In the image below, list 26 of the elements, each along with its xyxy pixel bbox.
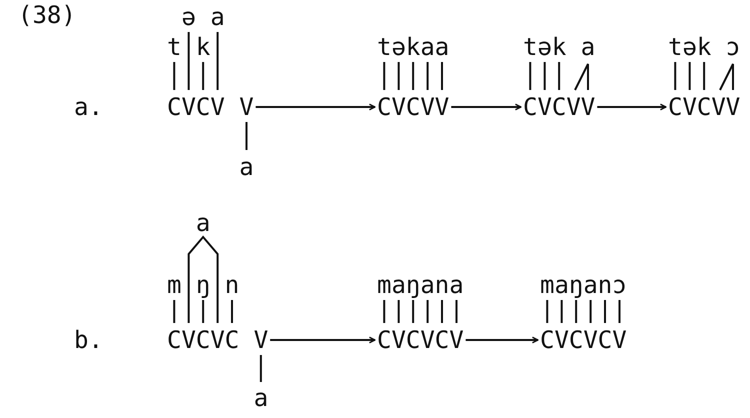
skeleton-text: CVCVCV xyxy=(377,327,464,353)
skeleton-text: CVCV V xyxy=(167,94,254,120)
arrow xyxy=(451,104,522,110)
arrow xyxy=(270,336,376,344)
arrow xyxy=(597,104,667,110)
item-label: b. xyxy=(74,327,103,353)
melody-text: tək a xyxy=(523,34,596,60)
consonant-tier-text: t k xyxy=(167,34,210,60)
melody-text: təkaa xyxy=(377,34,450,60)
skeleton-text: CVCVV xyxy=(377,94,450,120)
vowel-tier-text: ə a xyxy=(181,4,225,30)
example-number: (38) xyxy=(18,2,76,28)
skeleton-text: CVCVC V xyxy=(167,327,268,353)
melody-text: maŋanɔ xyxy=(540,272,627,298)
vowel-tier-text: a xyxy=(196,210,210,236)
floating-vowel-text: a xyxy=(239,154,254,180)
arrow xyxy=(256,104,376,110)
arrow xyxy=(466,336,539,344)
melody-text: tək ɔ xyxy=(668,34,740,60)
consonant-tier-text: m ŋ n xyxy=(167,272,240,298)
skeleton-text: CVCVCV xyxy=(540,327,627,353)
melody-text: maŋana xyxy=(377,272,464,298)
skeleton-text: CVCVV xyxy=(523,94,596,120)
skeleton-text: CVCVV xyxy=(668,94,740,120)
floating-vowel-text: a xyxy=(254,385,268,411)
item-label: a. xyxy=(74,94,103,120)
